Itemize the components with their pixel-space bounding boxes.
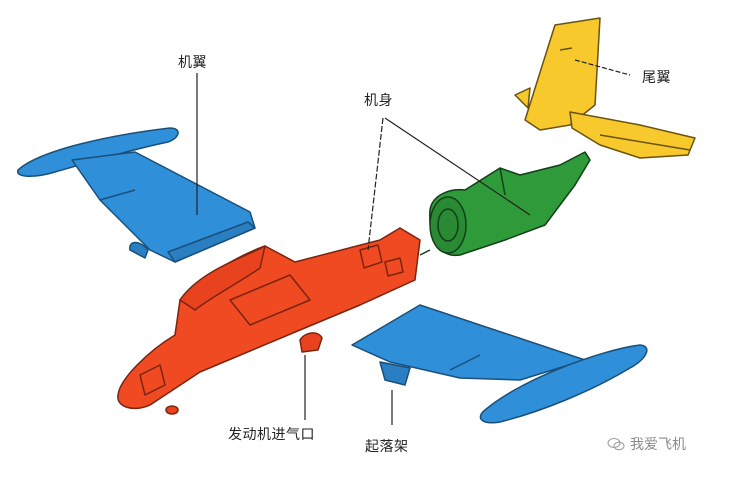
leader-lines (196, 59, 631, 425)
tail-leader-line (574, 59, 631, 76)
landing-gear-label: 起落架 (365, 439, 409, 455)
engine-intake-label: 发动机进气口 (228, 427, 315, 443)
right-wing (351, 304, 648, 424)
rear-fuselage (419, 151, 591, 256)
front-fuselage (117, 227, 421, 415)
watermark: 我爱飞机 (606, 434, 686, 454)
fuselage-label: 机身 (364, 93, 393, 109)
wechat-bubble-icon (607, 438, 625, 451)
fuselage-leader-line-front (367, 117, 384, 251)
tail-label: 尾翼 (642, 70, 671, 86)
wing-label: 机翼 (178, 55, 207, 71)
left-wing (17, 127, 256, 263)
watermark-text: 我爱飞机 (630, 437, 686, 453)
fuselage-leader-line-rear (384, 117, 531, 216)
tail-assembly (514, 17, 696, 159)
